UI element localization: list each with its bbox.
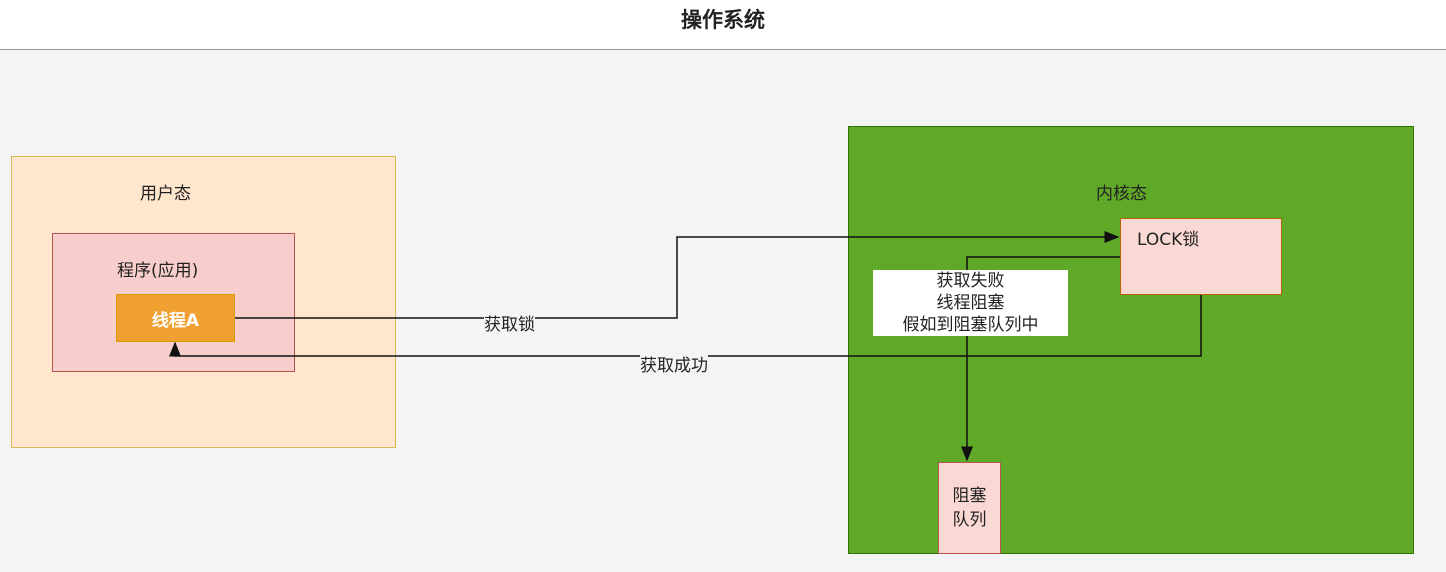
lock-label: LOCK锁 [1137, 230, 1200, 250]
acquire-success-label: 获取成功 [640, 351, 708, 376]
thread-a-label: 线程A [151, 310, 200, 331]
failure-line-2: 线程阻塞 [936, 293, 1005, 313]
diagram-title: 操作系统 [681, 8, 765, 32]
failure-label-box: 获取失败 线程阻塞 假如到阻塞队列中 [873, 270, 1068, 336]
thread-a-node[interactable]: 线程A [116, 294, 235, 342]
lock-node[interactable]: LOCK锁 [1120, 218, 1282, 295]
failure-line-3: 假如到阻塞队列中 [902, 315, 1039, 335]
block-queue-label-1: 阻塞 [952, 486, 987, 506]
acquire-lock-edge [235, 231, 1120, 319]
failure-line-1: 获取失败 [936, 271, 1005, 291]
acquire-lock-label: 获取锁 [484, 310, 535, 335]
header-bar [0, 0, 1446, 50]
block-queue-node[interactable]: 阻塞 队列 [938, 462, 1001, 554]
block-queue-label-2: 队列 [952, 510, 987, 530]
program-label: 程序(应用) [117, 261, 199, 281]
kernel-mode-label: 内核态 [1096, 184, 1147, 204]
acquire-failure-edge [961, 256, 1120, 462]
user-mode-label: 用户态 [140, 184, 191, 204]
